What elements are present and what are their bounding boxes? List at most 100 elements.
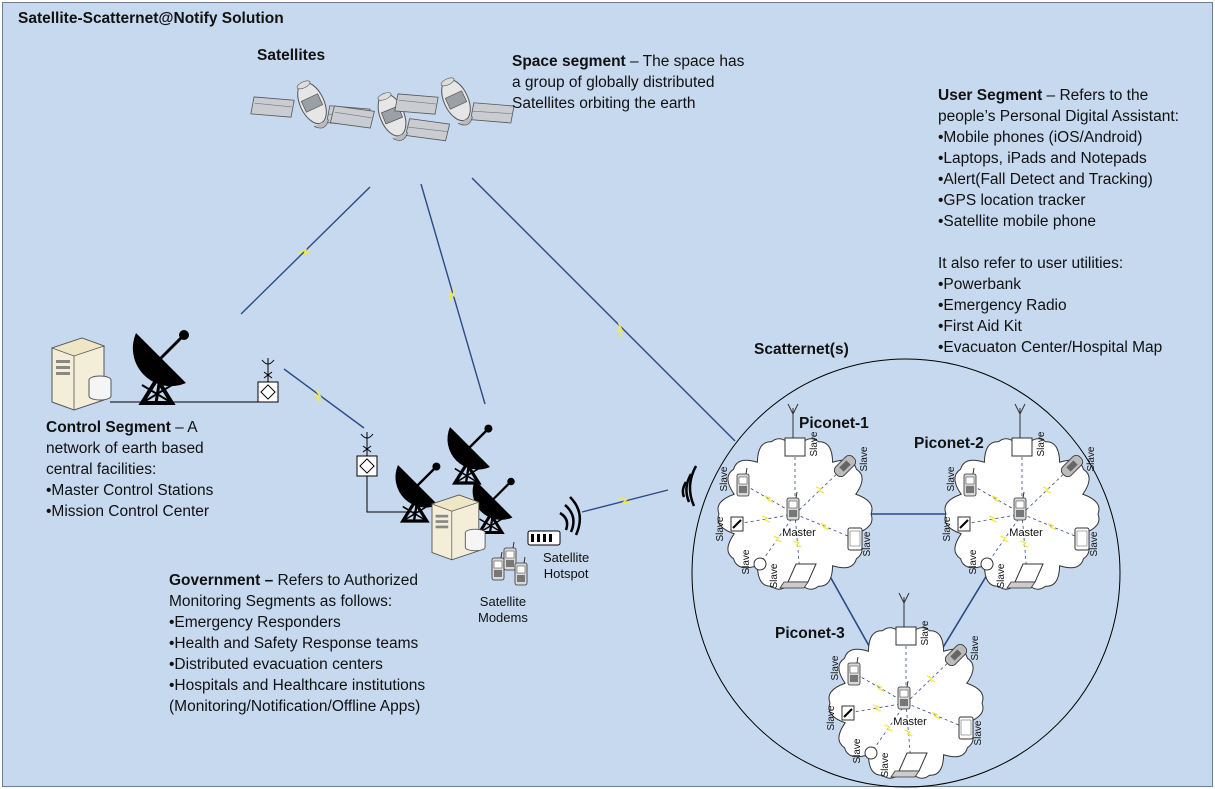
slave-label: Slave xyxy=(996,563,1007,588)
government-item: •Hospitals and Healthcare institutions xyxy=(169,677,426,694)
control-segment-line: network of earth based xyxy=(46,440,204,457)
modem-icon xyxy=(491,541,528,586)
space-segment-text: Space segment – The space has a group of… xyxy=(512,51,744,114)
alert-device-icon xyxy=(841,705,855,721)
user-segment-heading: User Segment xyxy=(938,87,1043,104)
user-utility-item: •Evacuaton Center/Hospital Map xyxy=(938,339,1163,356)
control-segment-line: – A xyxy=(170,419,198,436)
gps-tracker-icon xyxy=(980,557,994,571)
satellite-links xyxy=(240,177,736,513)
alert-device-icon xyxy=(730,516,744,532)
gps-tracker-icon xyxy=(753,557,767,571)
tablet-icon xyxy=(958,716,974,740)
slave-label: Slave xyxy=(826,705,837,730)
control-segment-item: •Mission Control Center xyxy=(46,503,210,520)
access-point-icon xyxy=(784,403,806,457)
user-utility-item: •Emergency Radio xyxy=(938,297,1067,314)
dish-antenna-icon xyxy=(445,423,494,485)
master-label: Master xyxy=(1009,527,1043,539)
user-segment-item: •Alert(Fall Detect and Tracking) xyxy=(938,171,1153,188)
tablet-icon xyxy=(847,527,863,551)
user-utility-item: •Powerbank xyxy=(938,276,1021,293)
government-heading: Government – xyxy=(169,572,274,589)
piconet-3: MasterSlaveSlaveSlaveSlaveSlaveSlaveSlav… xyxy=(826,592,984,779)
master-label: Master xyxy=(782,527,816,539)
slave-label: Slave xyxy=(741,549,752,574)
slave-label: Slave xyxy=(809,431,820,456)
user-segment-line: people’s Personal Digital Assistant: xyxy=(938,108,1179,125)
satellite-modems-line: Satellite xyxy=(479,594,527,609)
user-segment-item: •Satellite mobile phone xyxy=(938,213,1096,230)
satellite-hotspot-label: Satellite Hotspot xyxy=(543,550,589,582)
control-segment-item: •Master Control Stations xyxy=(46,482,214,499)
user-utilities-intro: It also refer to user utilities: xyxy=(938,255,1124,272)
user-segment-item: •Mobile phones (iOS/Android) xyxy=(938,129,1143,146)
satellite-modems-line: Modems xyxy=(478,610,528,625)
antenna-wave-icon xyxy=(681,465,698,507)
slave-label: Slave xyxy=(973,720,984,745)
piconet-3-label: Piconet-3 xyxy=(775,625,845,642)
gps-tracker-icon xyxy=(864,746,878,760)
slave-label: Slave xyxy=(946,466,957,491)
government-line: Refers to Authorized xyxy=(273,572,418,589)
user-utility-item: •First Aid Kit xyxy=(938,318,1022,335)
slave-label: Slave xyxy=(1086,446,1097,471)
scatternet-boundary xyxy=(691,358,1121,788)
dish-antenna-icon xyxy=(130,328,191,405)
antenna-icon xyxy=(257,357,279,403)
satellite-modems-label: Satellite Modems xyxy=(478,594,528,626)
space-segment-line: a group of globally distributed xyxy=(512,74,715,91)
slave-label: Slave xyxy=(719,466,730,491)
piconet-2-label: Piconet-2 xyxy=(914,435,984,452)
alert-device-icon xyxy=(957,516,971,532)
user-segment-item: •Laptops, iPads and Notepads xyxy=(938,150,1147,167)
tablet-icon xyxy=(1074,527,1090,551)
government-item: •Distributed evacuation centers xyxy=(169,656,383,673)
scatternet-label: Scatternet(s) xyxy=(754,341,849,358)
slave-label: Slave xyxy=(859,446,870,471)
slave-label: Slave xyxy=(920,620,931,645)
slave-label: Slave xyxy=(862,531,873,556)
government-item: •Emergency Responders xyxy=(169,614,341,631)
slave-label: Slave xyxy=(1089,531,1100,556)
access-point-icon xyxy=(1011,403,1033,457)
piconet-2: MasterSlaveSlaveSlaveSlaveSlaveSlaveSlav… xyxy=(942,403,1100,590)
satellite-icon xyxy=(324,67,456,179)
satellite-hotspot-line: Satellite xyxy=(543,550,590,565)
server-icon xyxy=(431,494,486,561)
antenna-icon xyxy=(356,431,378,477)
government-item: •Health and Safety Response teams xyxy=(169,635,419,652)
piconet-1-label: Piconet-1 xyxy=(799,415,869,432)
access-point-icon xyxy=(895,592,917,646)
slave-label: Slave xyxy=(968,549,979,574)
satellite-hotspot-line: Hotspot xyxy=(543,566,589,581)
government-line: Monitoring Segments as follows: xyxy=(169,593,393,610)
control-segment-line: central facilities: xyxy=(46,461,157,478)
slave-label: Slave xyxy=(942,516,953,541)
slave-label: Slave xyxy=(880,752,891,777)
slave-label: Slave xyxy=(852,738,863,763)
slave-label: Slave xyxy=(715,516,726,541)
user-segment-line: – Refers to the xyxy=(1042,87,1149,104)
slave-label: Slave xyxy=(769,563,780,588)
master-label: Master xyxy=(893,716,927,728)
space-segment-line: – The space has xyxy=(625,53,745,70)
slave-label: Slave xyxy=(970,635,981,660)
space-segment-heading: Space segment xyxy=(512,53,626,70)
piconet-1: MasterSlaveSlaveSlaveSlaveSlaveSlaveSlav… xyxy=(715,403,873,590)
user-segment-item: •GPS location tracker xyxy=(938,192,1086,209)
slave-label: Slave xyxy=(830,655,841,680)
control-segment-heading: Control Segment xyxy=(46,419,171,436)
government-text: Government – Refers to Authorized Monito… xyxy=(169,570,425,717)
control-segment-text: Control Segment – A network of earth bas… xyxy=(46,417,213,522)
server-icon xyxy=(51,337,112,411)
government-item: (Monitoring/Notification/Offline Apps) xyxy=(169,698,421,715)
satellites-label: Satellites xyxy=(257,47,326,64)
space-segment-line: Satellites orbiting the earth xyxy=(512,95,696,112)
diagram-title: Satellite-Scatternet@Notify Solution xyxy=(18,10,284,27)
hotspot-icon xyxy=(527,496,582,546)
satellite-icon xyxy=(388,51,521,166)
